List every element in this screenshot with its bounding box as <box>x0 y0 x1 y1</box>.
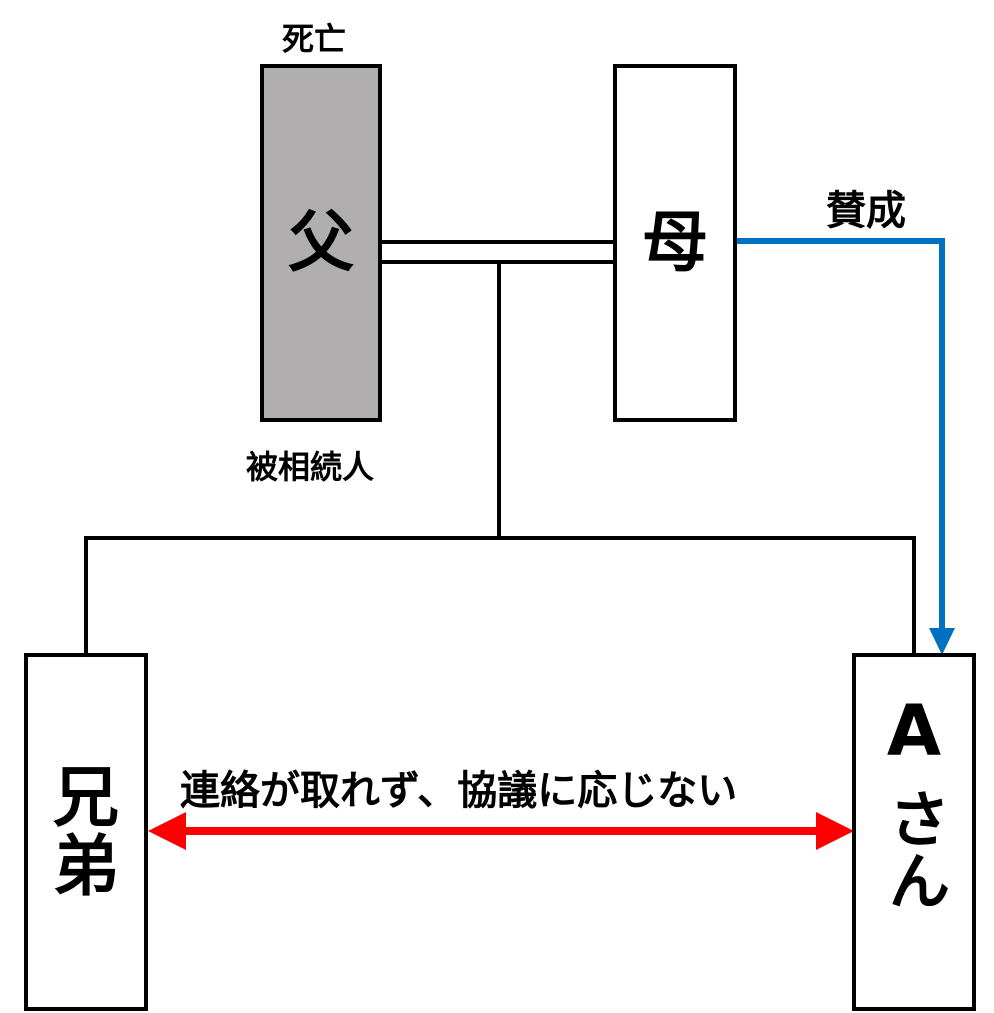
person-a-name: A さん <box>877 690 951 911</box>
conflict-label: 連絡が取れず、協議に応じない <box>180 768 738 814</box>
sibling-name-char-1: 兄 <box>53 758 119 836</box>
father-box: 父 <box>260 64 382 422</box>
person-a-name-line1: A <box>886 690 942 772</box>
sibling-name: 兄 弟 <box>53 758 119 905</box>
father-status-top: 死亡 <box>282 20 347 58</box>
agree-arrow-line <box>736 238 945 632</box>
agree-label: 賛成 <box>826 188 906 234</box>
mother-box: 母 <box>613 64 737 422</box>
conflict-arrow-head-left <box>148 812 186 850</box>
mother-name: 母 <box>642 204 708 282</box>
father-status-bottom: 被相続人 <box>246 448 375 486</box>
person-a-name-line2: さん <box>877 786 951 911</box>
sibling-name-char-2: 弟 <box>53 828 119 905</box>
agree-arrow-head <box>929 628 955 655</box>
sibling-box: 兄 弟 <box>24 653 148 1011</box>
conflict-arrow-head-right <box>816 812 854 850</box>
person-a-box: A さん <box>852 653 976 1011</box>
father-name: 父 <box>288 204 354 282</box>
